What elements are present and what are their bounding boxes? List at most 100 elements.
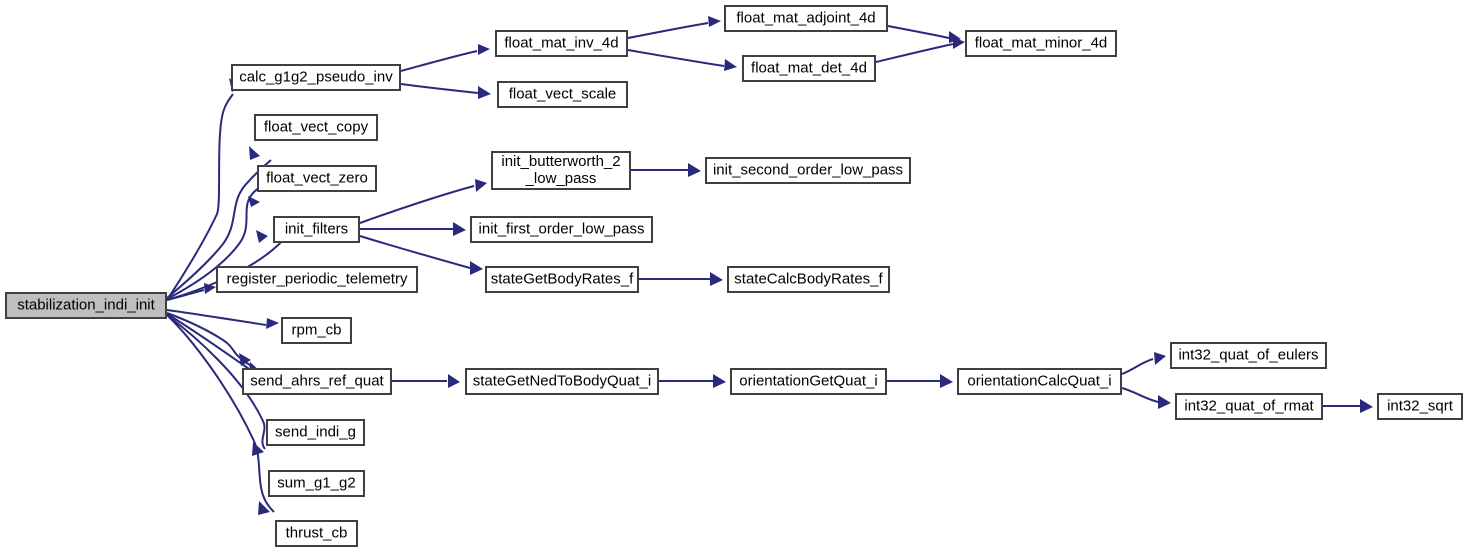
arrowhead-icon bbox=[1154, 352, 1166, 365]
graph-node-float_vect_zero[interactable]: float_vect_zero bbox=[257, 165, 377, 192]
graph-node-send_ahrs_ref_quat[interactable]: send_ahrs_ref_quat bbox=[242, 368, 392, 395]
graph-node-send_indi_g[interactable]: send_indi_g bbox=[266, 419, 365, 446]
node-box[interactable] bbox=[465, 368, 659, 395]
node-box[interactable] bbox=[254, 114, 378, 141]
node-box[interactable] bbox=[275, 520, 358, 547]
call-edge bbox=[627, 49, 737, 71]
node-box[interactable] bbox=[727, 266, 890, 293]
arrowhead-icon bbox=[713, 374, 726, 388]
edges-layer bbox=[166, 16, 1373, 515]
node-box[interactable] bbox=[742, 55, 876, 82]
edge-path bbox=[887, 25, 950, 39]
graph-node-init_first_order_low_pass[interactable]: init_first_order_low_pass bbox=[470, 216, 653, 243]
arrowhead-icon bbox=[953, 37, 965, 49]
graph-node-stateGetBodyRates_f[interactable]: stateGetBodyRates_f bbox=[485, 266, 639, 293]
graph-node-stateCalcBodyRates_f[interactable]: stateCalcBodyRates_f bbox=[727, 266, 890, 293]
node-box[interactable] bbox=[273, 216, 360, 243]
node-box[interactable] bbox=[491, 151, 631, 190]
edge-path bbox=[1121, 358, 1154, 375]
call-edge bbox=[359, 235, 483, 275]
graph-node-sum_g1_g2[interactable]: sum_g1_g2 bbox=[268, 470, 365, 497]
graph-node-float_mat_det_4d[interactable]: float_mat_det_4d bbox=[742, 55, 876, 82]
node-box[interactable] bbox=[470, 216, 653, 243]
node-box[interactable] bbox=[266, 419, 365, 446]
call-edge bbox=[400, 44, 490, 72]
call-edge bbox=[639, 272, 723, 286]
call-edge bbox=[359, 179, 487, 224]
call-edge bbox=[887, 374, 953, 388]
arrowhead-icon bbox=[249, 146, 260, 160]
edge-path bbox=[166, 309, 267, 326]
graph-node-float_mat_inv_4d[interactable]: float_mat_inv_4d bbox=[495, 30, 628, 57]
arrowhead-icon bbox=[708, 16, 721, 27]
arrowhead-icon bbox=[258, 501, 270, 515]
call-edge bbox=[627, 16, 721, 39]
arrowhead-icon bbox=[453, 222, 466, 236]
edge-path bbox=[166, 93, 234, 301]
call-edge bbox=[1121, 352, 1166, 375]
graph-node-register_periodic_telemetry[interactable]: register_periodic_telemetry bbox=[216, 266, 418, 293]
graph-node-rpm_cb[interactable]: rpm_cb bbox=[281, 317, 352, 344]
arrowhead-icon bbox=[256, 230, 268, 243]
arrowhead-icon bbox=[239, 353, 251, 366]
graph-node-float_mat_adjoint_4d[interactable]: float_mat_adjoint_4d bbox=[724, 5, 888, 32]
graph-node-calc_g1g2_pseudo_inv[interactable]: calc_g1g2_pseudo_inv bbox=[231, 64, 401, 91]
edge-path bbox=[166, 314, 266, 450]
graph-node-int32_sqrt[interactable]: int32_sqrt bbox=[1377, 393, 1463, 420]
node-box[interactable] bbox=[705, 157, 911, 184]
graph-node-orientationCalcQuat_i[interactable]: orientationCalcQuat_i bbox=[957, 368, 1122, 395]
arrowhead-icon bbox=[448, 374, 460, 388]
node-box[interactable] bbox=[216, 266, 418, 293]
edge-path bbox=[1121, 387, 1159, 403]
node-box[interactable] bbox=[242, 368, 392, 395]
call-edge bbox=[400, 83, 491, 99]
graph-node-float_mat_minor_4d[interactable]: float_mat_minor_4d bbox=[965, 30, 1117, 57]
edge-path bbox=[400, 50, 478, 72]
call-edge bbox=[166, 314, 275, 515]
node-box[interactable] bbox=[957, 368, 1122, 395]
edge-path bbox=[400, 83, 479, 94]
node-box[interactable] bbox=[1175, 393, 1323, 420]
graph-node-int32_quat_of_rmat[interactable]: int32_quat_of_rmat bbox=[1175, 393, 1323, 420]
call-edge bbox=[392, 374, 460, 388]
node-box[interactable] bbox=[485, 266, 639, 293]
graph-node-float_vect_copy[interactable]: float_vect_copy bbox=[254, 114, 378, 141]
node-box[interactable] bbox=[724, 5, 888, 32]
arrowhead-icon bbox=[266, 318, 279, 329]
node-box[interactable] bbox=[495, 30, 628, 57]
graph-node-stabilization_indi_init[interactable]: stabilization_indi_init bbox=[5, 292, 167, 319]
call-edge bbox=[166, 309, 279, 329]
node-box[interactable] bbox=[257, 165, 377, 192]
call-edge bbox=[166, 312, 252, 367]
graph-node-init_second_order_low_pass[interactable]: init_second_order_low_pass bbox=[705, 157, 911, 184]
node-box[interactable] bbox=[497, 81, 628, 108]
graph-node-stateGetNedToBodyQuat_i[interactable]: stateGetNedToBodyQuat_i bbox=[465, 368, 659, 395]
arrowhead-icon bbox=[475, 179, 487, 192]
arrowhead-icon bbox=[248, 196, 260, 207]
arrowhead-icon bbox=[710, 272, 723, 286]
node-box[interactable] bbox=[5, 292, 167, 319]
edge-path bbox=[166, 312, 252, 367]
node-box[interactable] bbox=[231, 64, 401, 91]
arrowhead-icon bbox=[204, 283, 216, 294]
graph-node-orientationGetQuat_i[interactable]: orientationGetQuat_i bbox=[730, 368, 887, 395]
edge-path bbox=[359, 235, 471, 269]
arrowhead-icon bbox=[688, 163, 701, 177]
node-box[interactable] bbox=[268, 470, 365, 497]
node-box[interactable] bbox=[1377, 393, 1463, 420]
arrowhead-icon bbox=[1360, 399, 1373, 413]
call-edge bbox=[1323, 399, 1373, 413]
arrowhead-icon bbox=[470, 261, 483, 275]
graph-node-float_vect_scale[interactable]: float_vect_scale bbox=[497, 81, 628, 108]
edge-path bbox=[166, 314, 275, 513]
node-box[interactable] bbox=[965, 30, 1117, 57]
node-box[interactable] bbox=[730, 368, 887, 395]
graph-node-thrust_cb[interactable]: thrust_cb bbox=[275, 520, 358, 547]
graph-node-init_filters[interactable]: init_filters bbox=[273, 216, 360, 243]
node-box[interactable] bbox=[1170, 342, 1327, 369]
graph-node-int32_quat_of_eulers[interactable]: int32_quat_of_eulers bbox=[1170, 342, 1327, 369]
graph-node-init_butterworth_2_low_pass[interactable]: init_butterworth_2_low_pass bbox=[491, 151, 631, 190]
edge-path bbox=[627, 22, 709, 39]
edge-path bbox=[359, 185, 475, 224]
node-box[interactable] bbox=[281, 317, 352, 344]
